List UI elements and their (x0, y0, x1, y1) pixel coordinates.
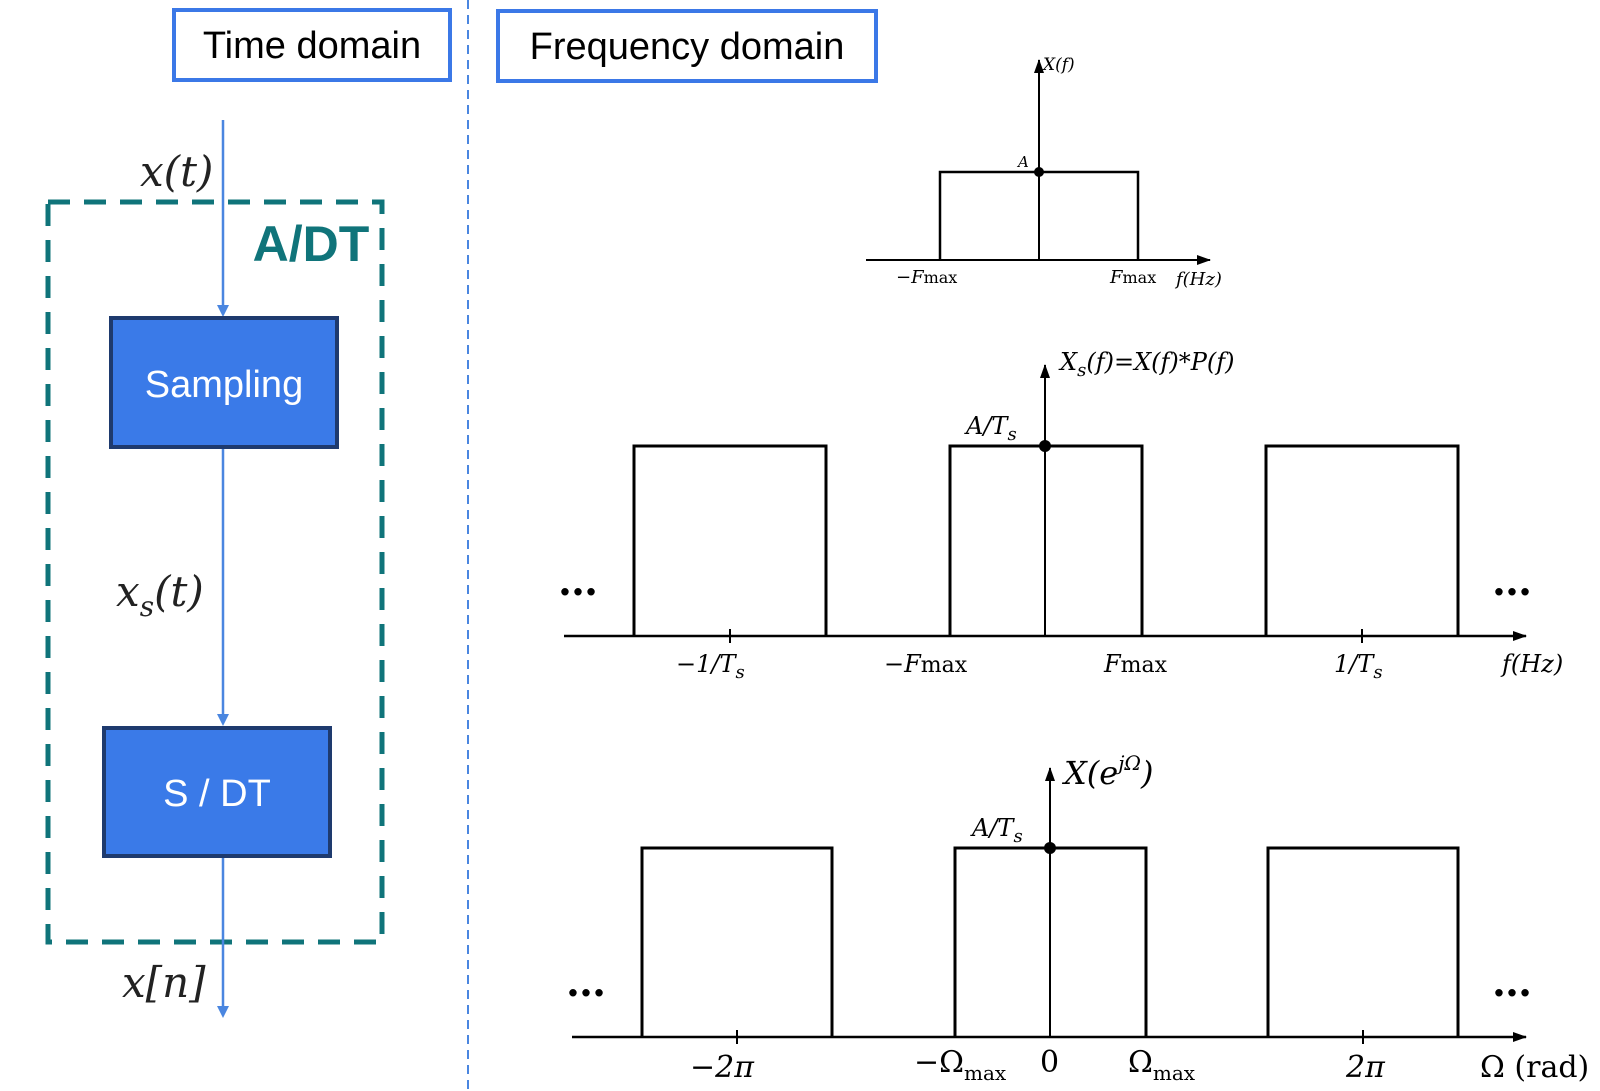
adt-label: A/DT (253, 216, 370, 272)
bottom-ellipsis-right: … (1492, 959, 1532, 1006)
bottom-tick-neg-omegamax: −Ωmax (914, 1045, 1007, 1085)
bottom-axis-label: Ω (rad) (1480, 1050, 1589, 1085)
time-domain-header: Time domain (172, 8, 452, 82)
middle-axis-label: f(Hz) (1500, 650, 1563, 678)
middle-spectrum: Xs(f)=X(f)*P(f) A/Ts −1/Ts −Fmax Fmax 1/… (558, 348, 1563, 683)
output-signal-label: x[n] (122, 958, 206, 1007)
input-signal-label: x(t) (140, 147, 213, 196)
bottom-rect-left (640, 846, 834, 1037)
middle-ellipsis-left: … (558, 558, 598, 605)
bottom-tick-2pi: 2π (1345, 1050, 1386, 1085)
bottom-ellipsis-left: … (566, 959, 606, 1006)
top-level-label: A (1016, 153, 1029, 171)
middle-level-label: A/Ts (964, 412, 1017, 445)
middle-rect-right (1264, 444, 1460, 636)
sdt-label: S / DT (163, 773, 271, 815)
sdt-block: S / DT (102, 726, 332, 858)
bottom-tick-neg-2pi: −2π (690, 1050, 755, 1085)
middle-tick-pos-fmax: Fmax (1103, 650, 1168, 678)
bottom-tick-zero: 0 (1040, 1045, 1059, 1080)
middle-tick-neg-fmax: −Fmax (884, 650, 968, 678)
middle-tick-neg-1ts: −1/Ts (676, 650, 745, 683)
intermediate-signal-label: xs(t) (116, 567, 204, 623)
top-level-dot (1034, 167, 1044, 177)
bottom-tick-omegamax: Ωmax (1128, 1045, 1196, 1085)
bottom-spectrum: X(ejΩ) A/Ts −2π −Ωmax 0 Ωmax 2π Ω (rad) … (566, 751, 1589, 1085)
top-y-label: X(f) (1041, 55, 1075, 75)
middle-y-label: Xs(f)=X(f)*P(f) (1058, 348, 1235, 381)
middle-rect-left (632, 444, 828, 636)
middle-tick-pos-1ts: 1/Ts (1334, 650, 1383, 683)
middle-ellipsis-right: … (1492, 558, 1532, 605)
sampling-label: Sampling (145, 364, 303, 406)
top-axis-label: f(Hz) (1174, 269, 1222, 290)
bottom-level-label: A/Ts (970, 814, 1023, 847)
frequency-domain-title: Frequency domain (530, 26, 845, 68)
frequency-domain-header: Frequency domain (496, 9, 878, 83)
top-tick-neg: −Fmax (896, 267, 957, 288)
time-domain-title: Time domain (203, 25, 421, 67)
bottom-level-dot (1044, 842, 1056, 854)
adt-frame (45, 199, 385, 945)
sampling-block: Sampling (109, 316, 339, 449)
bottom-rect-right (1266, 846, 1460, 1037)
top-tick-pos: Fmax (1109, 267, 1156, 288)
middle-level-dot (1039, 440, 1051, 452)
top-spectrum: X(f) A −Fmax Fmax f(Hz) (866, 55, 1222, 290)
bottom-y-label: X(ejΩ) (1061, 751, 1153, 792)
